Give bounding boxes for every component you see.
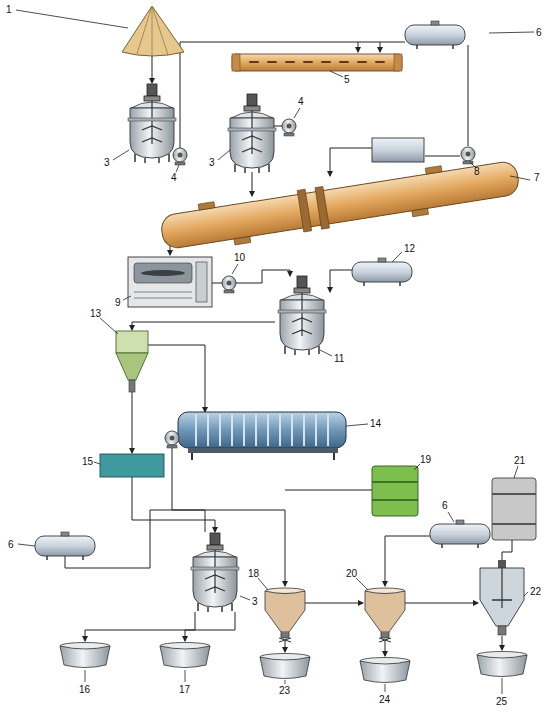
pipe (385, 536, 430, 586)
pump (173, 148, 187, 165)
reactor (278, 276, 326, 355)
callout-number: 3 (252, 596, 258, 607)
rotary-cylinder (159, 154, 522, 256)
storage-tank (35, 532, 95, 560)
callout-number: 22 (530, 586, 541, 597)
pipe (212, 283, 222, 284)
pipe (330, 148, 372, 176)
product-bin (60, 643, 110, 668)
pipe (285, 490, 372, 491)
callout-number: 13 (90, 308, 101, 319)
pipe (252, 172, 253, 196)
callout-number: 6 (8, 539, 14, 550)
pipe (358, 42, 359, 52)
storage-tank (405, 21, 465, 49)
mixing-tank (480, 560, 524, 635)
reactor (128, 84, 176, 163)
cyclone (116, 331, 148, 392)
pipe (236, 270, 290, 283)
pipe (380, 42, 381, 52)
pipe (180, 42, 405, 148)
reactor (191, 533, 239, 612)
callout-number: 16 (79, 684, 90, 695)
pipe (385, 640, 386, 656)
pipe (285, 640, 286, 652)
storage-tank (352, 258, 412, 286)
product-bin (360, 658, 410, 683)
callout-number: 25 (496, 696, 507, 707)
pipe (148, 345, 205, 412)
callout-number: 20 (346, 568, 357, 579)
pipe (132, 392, 133, 453)
callout-number: 5 (344, 74, 350, 85)
pipe (305, 603, 363, 604)
solvent-drum (372, 466, 418, 516)
callout-number: 6 (442, 500, 448, 511)
pipe (185, 612, 235, 641)
dryer (128, 257, 212, 307)
callout-number: 24 (379, 694, 390, 705)
product-bin (160, 643, 210, 668)
pipe-lines (65, 42, 512, 656)
callout-number: 3 (104, 157, 110, 168)
pump (222, 276, 236, 293)
callout-number: 23 (279, 685, 290, 696)
settling-tank (265, 588, 305, 642)
feed-hopper (122, 6, 184, 56)
collection-tank (100, 454, 164, 477)
callout-number: 17 (179, 684, 190, 695)
settling-tank (365, 588, 405, 642)
hopper-ribs (137, 6, 168, 57)
callout-number: 19 (420, 454, 431, 465)
callout-number: 11 (334, 353, 344, 364)
pipe (425, 156, 460, 157)
callout-number: 9 (115, 297, 121, 308)
storage-tank (430, 520, 490, 548)
pipe (152, 54, 153, 83)
product-bin (477, 652, 527, 677)
callout-number: 21 (514, 455, 525, 466)
feed-tank (372, 138, 424, 162)
callout-number: 6 (536, 27, 542, 38)
pump (461, 147, 475, 164)
callout-number: 8 (474, 166, 480, 177)
pipe (132, 322, 275, 330)
pipe (330, 270, 352, 292)
product-bin (260, 654, 310, 679)
callout-number: 1 (6, 4, 12, 15)
pipe (468, 45, 469, 146)
callout-number: 7 (534, 172, 540, 183)
callout-number: 18 (248, 568, 259, 579)
callout-number: 12 (404, 243, 415, 254)
callout-number: 4 (298, 96, 304, 107)
pump (282, 119, 296, 136)
pump (165, 431, 179, 448)
reactor (228, 94, 276, 173)
pipe (132, 477, 215, 532)
callout-number: 15 (82, 456, 93, 467)
leader-lines (16, 10, 534, 694)
solvent-drum (492, 478, 536, 540)
callout-number: 14 (370, 418, 381, 429)
tube-heat-exchanger (232, 54, 402, 71)
pipe (405, 603, 478, 604)
pipe (502, 636, 503, 650)
callout-number: 4 (171, 172, 177, 183)
callout-number: 10 (234, 252, 245, 263)
pipe (85, 612, 195, 641)
filter-press (178, 412, 346, 460)
callout-number: 3 (209, 157, 215, 168)
